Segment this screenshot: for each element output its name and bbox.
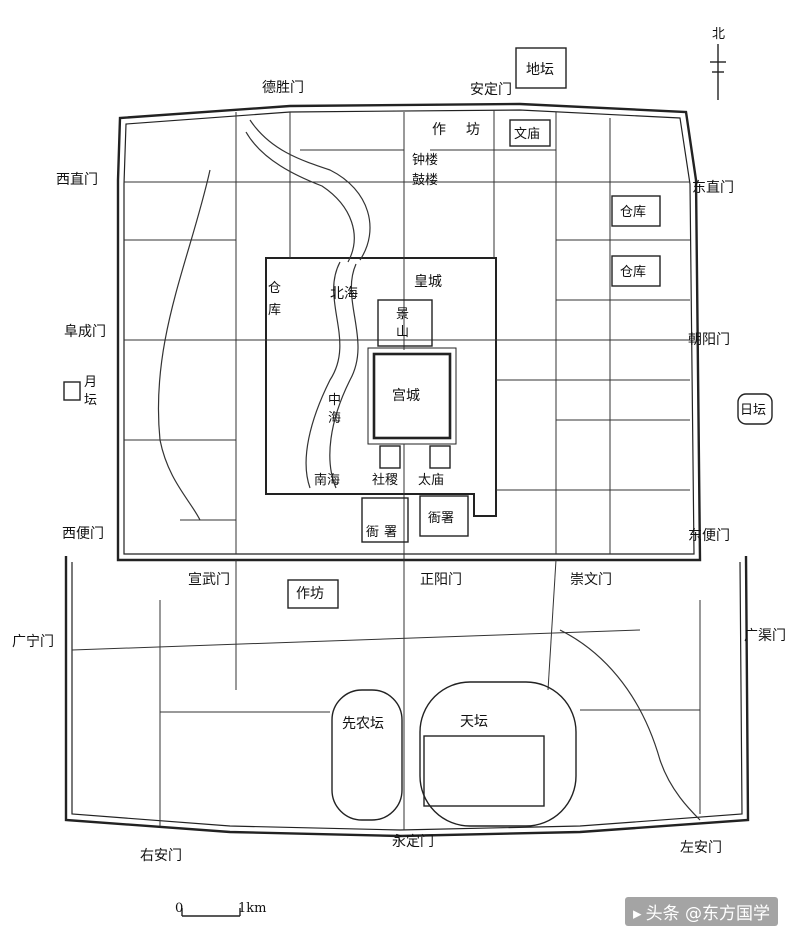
ditan-label: 地坛 [526,62,554,78]
place-labels: 地坛 作 坊 文庙 钟楼 鼓楼 仓库 仓库 仓 库 皇城 北海 景 山 宫城 中… [84,62,766,732]
xiannongtan-label: 先农坛 [342,716,384,732]
nanhai-label: 南海 [314,472,340,488]
gate-guangqumen: 广渠门 [744,628,786,644]
gate-labels: 德胜门 安定门 西直门 东直门 阜成门 朝阳门 西便门 东便门 宣武门 正阳门 … [12,80,786,864]
gate-guangningmen: 广宁门 [12,633,54,650]
gate-zuoanmen: 左安门 [680,840,722,856]
gate-chongwenmen: 崇文门 [570,572,612,588]
gulou-label: 鼓楼 [412,173,438,188]
gate-xuanwumen: 宣武门 [188,572,230,588]
gate-dongzhimen: 东直门 [692,179,734,196]
yashu-west-2: 署 [384,525,397,540]
cangku-east-2: 仓库 [620,264,646,280]
gate-deshengmen: 德胜门 [262,80,304,96]
cangku-east-1: 仓库 [620,204,646,220]
yuetan-1: 月 [84,375,97,390]
gate-dongbianmen: 东便门 [688,528,730,544]
sheji-label: 社稷 [372,472,398,488]
scale-unit: 1km [238,901,266,916]
city-walls [64,102,750,838]
watermark-text: 头条 @东方国学 [645,904,770,924]
yuetan-2: 坛 [84,393,97,408]
gate-zhengyangmen: 正阳门 [420,572,462,588]
gate-youanmen: 右安门 [140,848,182,864]
gate-xibianmen: 西便门 [62,526,104,542]
yashu-east-label: 衙署 [428,511,454,526]
tiantan-label: 天坛 [460,714,488,730]
taimiao-label: 太庙 [418,473,444,488]
compass-rose [710,44,726,100]
headline-icon: ▸ [633,904,642,924]
zhonghai-2: 海 [328,411,341,426]
cangku-west-2: 库 [268,302,281,318]
yashu-west-1: 衙 [366,525,379,540]
altars [63,47,773,827]
gate-xizhimen: 西直门 [56,171,98,188]
street-grid [71,110,701,830]
zhonglou-label: 钟楼 [412,152,438,168]
ritan-label: 日坛 [740,403,766,418]
jingshan-1: 景 [396,307,409,322]
gate-chaoyangmen: 朝阳门 [688,332,730,348]
compass-north-label: 北 [712,27,725,42]
gongcheng-label: 宫城 [392,388,420,404]
gate-andingmen: 安定门 [470,82,512,98]
wenmiao-label: 文庙 [514,127,540,142]
waterways [157,119,701,821]
gate-fuchengmen: 阜成门 [64,323,106,340]
huangcheng-label: 皇城 [414,274,442,290]
gate-yongdingmen: 永定门 [392,834,434,850]
zuofang-south-label: 作坊 [296,586,324,602]
zuofang-north-2: 坊 [466,122,480,138]
zuofang-north-1: 作 [432,122,446,138]
cangku-west-1: 仓 [268,281,281,296]
scale-bar [181,908,241,917]
jingshan-2: 山 [396,325,409,340]
beihai-label: 北海 [330,286,358,302]
watermark: ▸头条 @东方国学 [625,897,778,926]
scale-zero: 0 [175,901,183,916]
zhonghai-1: 中 [328,393,341,408]
